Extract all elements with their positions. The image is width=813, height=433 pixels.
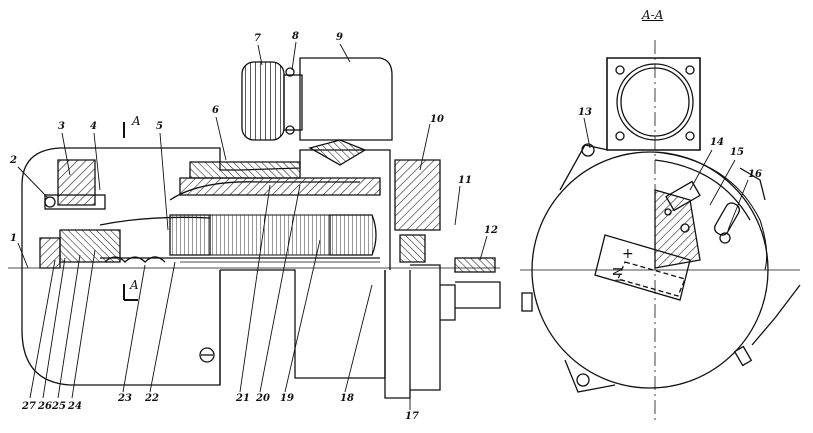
part-label-3: 3 (58, 121, 65, 132)
section-mark-top: A (132, 114, 141, 128)
part-label-19: 19 (280, 393, 294, 404)
part-label-12: 12 (484, 225, 498, 236)
part-label-5: 5 (156, 121, 163, 132)
section-title: A-A (642, 8, 664, 22)
part-label-11: 11 (458, 175, 472, 186)
part-label-2: 2 (10, 155, 17, 166)
plus-symbol: + (622, 246, 634, 262)
part-label-18: 18 (340, 393, 354, 404)
part-label-9: 9 (336, 32, 343, 43)
part-label-14: 14 (710, 137, 724, 148)
part-label-16: 16 (748, 169, 762, 180)
part-label-6: 6 (212, 105, 219, 116)
part-label-1: 1 (10, 233, 17, 244)
part-label-10: 10 (430, 114, 444, 125)
part-label-13: 13 (578, 107, 592, 118)
part-label-17: 17 (405, 411, 419, 422)
connector-assembly (241, 57, 393, 166)
part-label-7: 7 (254, 33, 261, 44)
part-label-23: 23 (118, 393, 132, 404)
minus-symbol: − (614, 273, 624, 287)
part-label-25: 25 (52, 401, 66, 412)
section-cut-marks (123, 122, 138, 301)
part-label-8: 8 (292, 31, 299, 42)
north-symbol: N (611, 267, 625, 276)
motor-longitudinal-section (8, 147, 501, 399)
section-a-a-view (520, 40, 801, 420)
part-label-24: 24 (68, 401, 82, 412)
part-label-15: 15 (730, 147, 744, 158)
part-label-4: 4 (90, 121, 97, 132)
part-label-22: 22 (145, 393, 159, 404)
section-mark-bottom: A (130, 278, 139, 292)
part-label-21: 21 (236, 393, 250, 404)
part-label-27: 27 (22, 401, 36, 412)
leader-lines (17, 41, 749, 410)
part-label-26: 26 (38, 401, 52, 412)
part-label-20: 20 (256, 393, 270, 404)
